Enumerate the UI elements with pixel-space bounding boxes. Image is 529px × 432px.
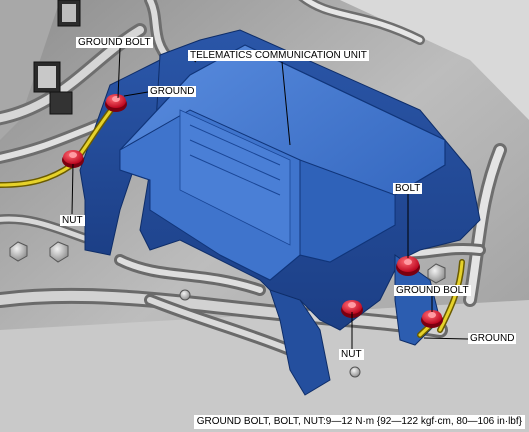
steel-nuts [9,241,446,378]
torque-spec: GROUND BOLT, BOLT, NUT:9—12 N·m {92—122 … [193,415,525,429]
label-nut-left: NUT [60,215,85,226]
label-nut-bottom: NUT [339,349,364,360]
label-bolt-right: BOLT [393,183,423,194]
telematics-unit [119,44,446,281]
ground-bolt-top-fastener [105,94,127,112]
upper-left-panel [0,0,60,140]
nut-bottom-fastener [341,300,363,318]
lower-panel [0,300,529,432]
ground-bolt-right-fastener [421,310,443,328]
left-connectors [33,0,81,115]
upper-right-panel [340,0,529,120]
label-telematics-unit: TELEMATICS COMMUNICATION UNIT [188,50,369,61]
highlighted-fasteners [62,94,443,328]
label-ground-right: GROUND [468,333,517,344]
label-ground-top: GROUND [148,86,197,97]
leader-lines [71,47,469,350]
label-ground-bolt-top: GROUND BOLT [76,37,153,48]
label-ground-bolt-right: GROUND BOLT [394,285,471,296]
nut-left-fastener [62,150,84,168]
bolt-right-fastener [396,256,420,276]
